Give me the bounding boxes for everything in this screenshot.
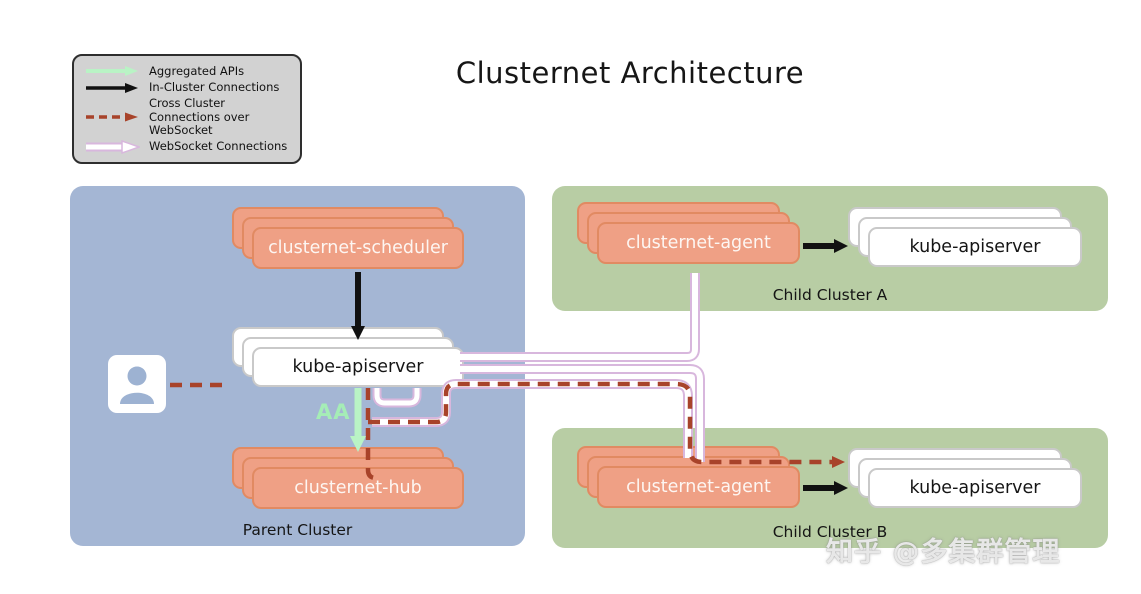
node-label: kube-apiserver <box>252 347 464 387</box>
legend-item-aggregated-apis: Aggregated APIs <box>84 64 290 78</box>
person-glyph <box>120 366 154 404</box>
node-label: kube-apiserver <box>868 468 1082 508</box>
legend: Aggregated APIs In-Cluster Connections C… <box>72 54 302 164</box>
parent-cluster-label: Parent Cluster <box>242 521 353 539</box>
node-label: clusternet-agent <box>597 466 800 508</box>
user-icon <box>108 355 166 413</box>
legend-label: Aggregated APIs <box>149 63 245 78</box>
node-clusternet-hub: clusternet-hub <box>232 447 464 509</box>
cross-cluster-arrow-icon <box>86 112 138 122</box>
legend-label: In-Cluster Connections <box>149 80 280 95</box>
node-label: kube-apiserver <box>868 227 1082 267</box>
legend-item-cross-cluster: Cross Cluster Connections over WebSocket <box>84 97 290 137</box>
legend-item-websocket: WebSocket Connections <box>84 139 290 154</box>
node-child-b-kube-apiserver: kube-apiserver <box>848 448 1082 508</box>
aggregated-apis-arrow-icon <box>86 66 138 77</box>
node-label: clusternet-scheduler <box>252 227 464 269</box>
legend-label: WebSocket Connections <box>149 139 288 154</box>
node-clusternet-agent-b: clusternet-agent <box>577 446 800 508</box>
aggregated-apis-label: AA <box>316 400 351 424</box>
page-title: Clusternet Architecture <box>455 56 805 90</box>
node-parent-kube-apiserver: kube-apiserver <box>232 327 464 387</box>
node-clusternet-scheduler: clusternet-scheduler <box>232 207 464 269</box>
node-child-a-kube-apiserver: kube-apiserver <box>848 207 1082 267</box>
watermark: 知乎 @多集群管理 <box>826 537 1061 568</box>
child-cluster-b-label: Child Cluster B <box>772 523 888 541</box>
node-clusternet-agent-a: clusternet-agent <box>577 202 800 264</box>
node-label: clusternet-agent <box>597 222 800 264</box>
node-label: clusternet-hub <box>252 467 464 509</box>
websocket-arrow-icon <box>86 139 140 154</box>
legend-label: Cross Cluster Connections over WebSocket <box>149 96 250 137</box>
legend-item-in-cluster: In-Cluster Connections <box>84 81 290 95</box>
child-cluster-a-label: Child Cluster A <box>772 286 888 304</box>
in-cluster-arrow-icon <box>86 82 138 93</box>
